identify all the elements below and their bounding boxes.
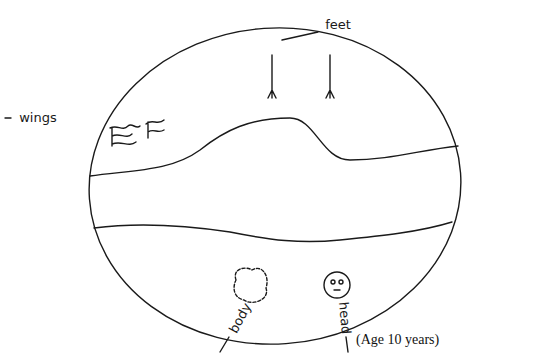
head-circle <box>324 272 350 298</box>
band-line <box>90 118 458 176</box>
wings-sketch <box>110 120 164 146</box>
mouth <box>334 289 340 290</box>
band-line <box>94 222 452 242</box>
age-caption: (Age 10 years) <box>356 333 439 347</box>
foot-sketch <box>268 55 276 98</box>
leader-line <box>5 117 11 118</box>
leader-line <box>282 32 318 40</box>
part-label: wings <box>19 111 57 124</box>
eye <box>339 280 343 284</box>
part-label: head <box>337 301 353 334</box>
leader-line <box>220 337 229 352</box>
foot-sketch <box>326 55 334 98</box>
eye <box>331 280 335 284</box>
part-label: feet <box>325 18 351 31</box>
part-label: body <box>227 301 254 335</box>
body-circle <box>234 268 267 302</box>
egg-outline <box>78 15 471 353</box>
leader-line <box>346 337 348 352</box>
